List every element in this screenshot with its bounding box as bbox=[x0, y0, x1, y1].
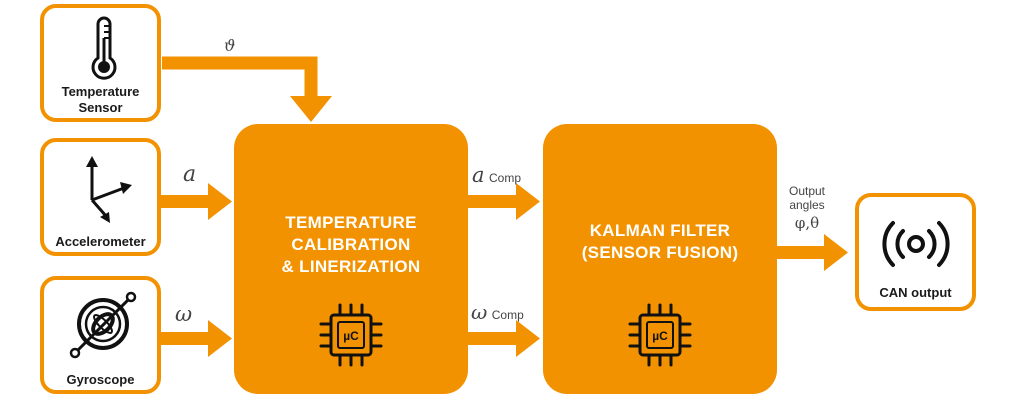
a-label: a bbox=[183, 162, 197, 187]
output-arrow-head bbox=[824, 234, 848, 271]
can-output-box: CAN output bbox=[855, 193, 976, 311]
calibration-chip-text: µC bbox=[343, 329, 359, 343]
theta-label: ϑ bbox=[224, 36, 236, 55]
a-comp-symbol: a bbox=[472, 163, 485, 187]
can-output-label: CAN output bbox=[879, 285, 952, 300]
temperature-sensor-box: Temperature Sensor bbox=[40, 4, 161, 122]
calibration-line2: CALIBRATION bbox=[291, 235, 411, 254]
calibration-block: TEMPERATURE CALIBRATION & LINERIZATION µ… bbox=[234, 124, 468, 394]
omega-comp-text: Comp bbox=[491, 308, 524, 322]
calibration-line3: & LINERIZATION bbox=[281, 257, 421, 276]
kalman-line1: KALMAN FILTER bbox=[589, 221, 731, 240]
gyroscope-box: Gyroscope bbox=[40, 276, 161, 394]
output-line2: angles bbox=[789, 198, 825, 212]
omegacomp-arrow-head bbox=[516, 320, 540, 357]
calibration-line1: TEMPERATURE bbox=[285, 213, 417, 232]
omegacomp-arrow-shaft bbox=[466, 332, 518, 345]
a-comp-text: Comp bbox=[488, 171, 521, 185]
thermometer-icon bbox=[88, 16, 120, 82]
theta-connector bbox=[162, 56, 318, 98]
temperature-label-line1: Temperature bbox=[61, 84, 140, 99]
temperature-label-line2: Sensor bbox=[78, 100, 123, 115]
a-arrow-shaft bbox=[160, 195, 210, 208]
a-arrow-head bbox=[208, 183, 232, 220]
gyroscope-icon bbox=[68, 286, 140, 366]
accelerometer-box: Accelerometer bbox=[40, 138, 161, 256]
kalman-filter-block: KALMAN FILTER (SENSOR FUSION) µC bbox=[543, 124, 777, 394]
axes-icon bbox=[66, 154, 136, 226]
omega-comp-symbol: ω bbox=[471, 300, 488, 324]
omega-arrow-shaft bbox=[160, 332, 210, 345]
output-line3: φ,θ bbox=[794, 214, 820, 232]
theta-arrowhead bbox=[290, 96, 332, 122]
accelerometer-label: Accelerometer bbox=[55, 234, 146, 249]
a-comp-label: a Comp bbox=[472, 163, 521, 187]
kalman-line2: (SENSOR FUSION) bbox=[581, 243, 739, 262]
output-line1: Output bbox=[788, 184, 826, 198]
omega-arrow-head bbox=[208, 320, 232, 357]
output-arrow-shaft bbox=[776, 246, 826, 259]
omega-comp-label: ω Comp bbox=[471, 300, 524, 324]
microcontroller-chip-icon: µC bbox=[318, 302, 384, 368]
microcontroller-chip-icon: µC bbox=[627, 302, 693, 368]
broadcast-icon bbox=[881, 219, 951, 269]
acomp-arrow-shaft bbox=[466, 195, 518, 208]
acomp-arrow-head bbox=[516, 183, 540, 220]
output-angles-label: Output angles φ,θ bbox=[776, 184, 838, 234]
omega-label: ω bbox=[175, 302, 193, 326]
kalman-chip-text: µC bbox=[652, 329, 668, 343]
gyroscope-label: Gyroscope bbox=[66, 372, 135, 387]
